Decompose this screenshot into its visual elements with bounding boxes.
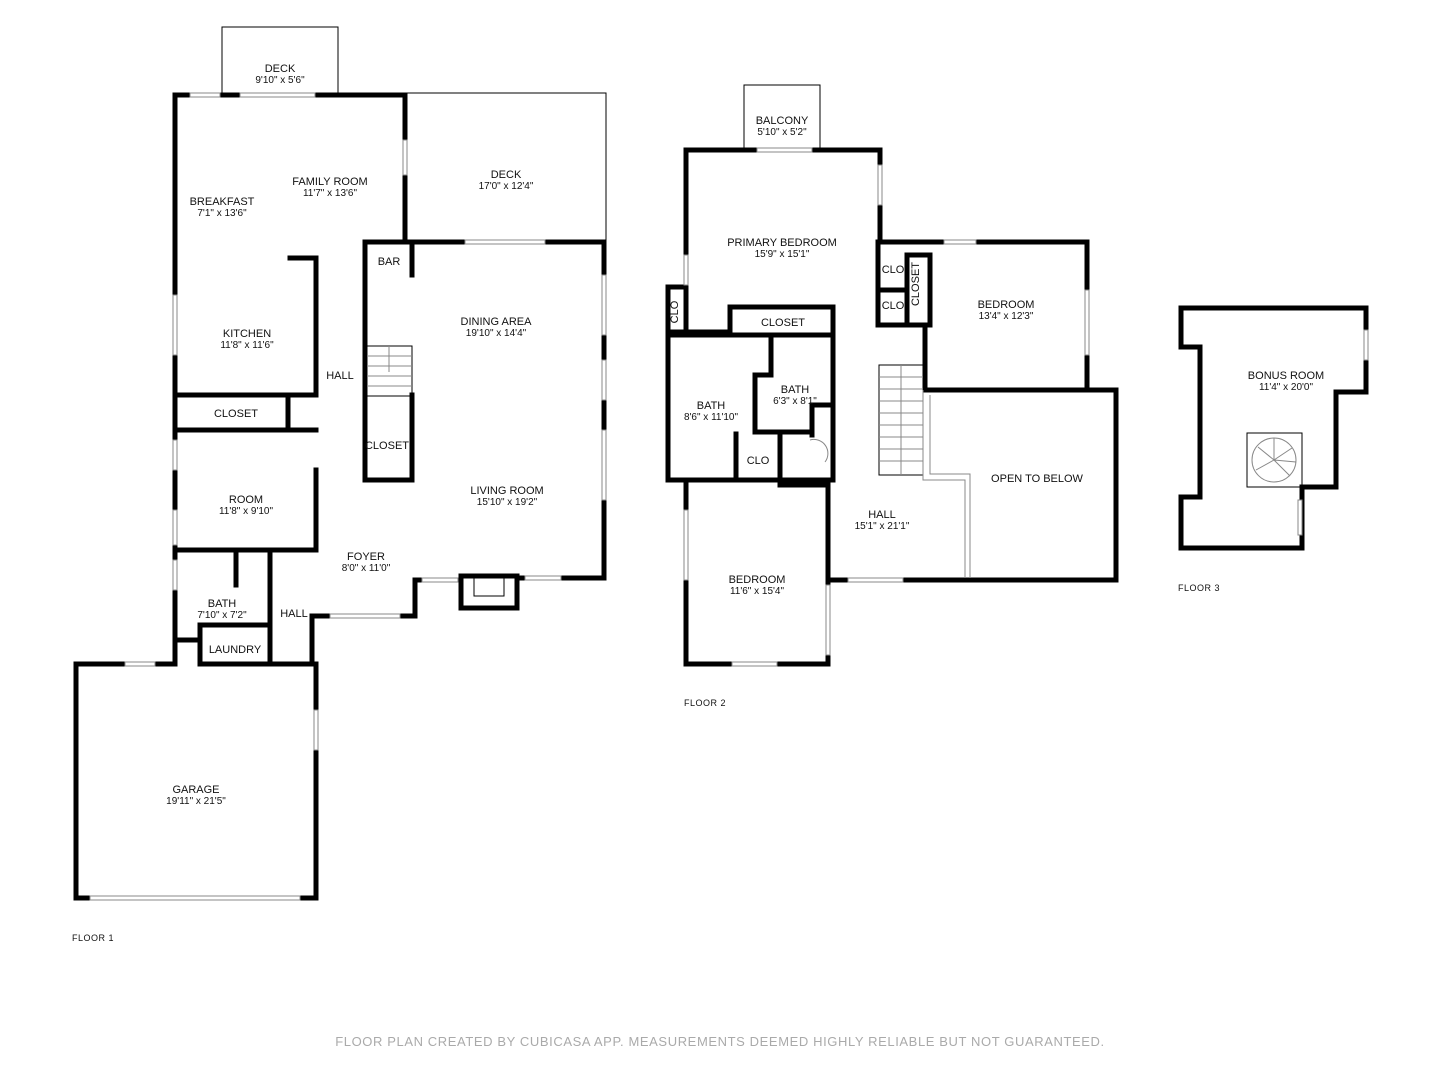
room-name: GARAGE	[172, 784, 219, 796]
room-name: BAR	[378, 256, 401, 268]
room-name: DECK	[265, 63, 296, 75]
room-name: DECK	[491, 169, 522, 181]
room-dims: 15'9" x 15'1"	[755, 249, 810, 260]
room-dims: 19'10" x 14'4"	[466, 328, 527, 339]
room-name: BEDROOM	[729, 574, 786, 586]
room-dims: 15'10" x 19'2"	[477, 497, 538, 508]
room-name: CLO	[669, 300, 681, 323]
room-dims: 9'10" x 5'6"	[255, 75, 305, 86]
room-name: CLO	[882, 264, 905, 276]
room-dims: 11'7" x 13'6"	[303, 188, 358, 199]
room-dims: 7'1" x 13'6"	[197, 208, 247, 219]
room-name: KITCHEN	[223, 328, 271, 340]
room-name: LIVING ROOM	[470, 485, 543, 497]
room-name: CLOSET	[365, 440, 409, 452]
floor-2-walls	[665, 84, 1119, 667]
room-name: BONUS ROOM	[1248, 370, 1324, 382]
room-dims: 7'10" x 7'2"	[197, 610, 247, 621]
room-name: BATH	[781, 384, 810, 396]
floor-label: FLOOR 3	[1178, 583, 1220, 593]
room-name: CLOSET	[761, 317, 805, 329]
floor-2-labels: BALCONY 5'10" x 5'2" PRIMARY BEDROOM 15'…	[669, 115, 1084, 708]
disclaimer-footer: FLOOR PLAN CREATED BY CUBICASA APP. MEAS…	[335, 1034, 1105, 1049]
room-name: CLOSET	[910, 262, 922, 306]
room-dims: 8'6" x 11'10"	[684, 412, 739, 423]
room-name: LAUNDRY	[209, 644, 262, 656]
room-dims: 11'6" x 15'4"	[730, 586, 785, 597]
room-name: BATH	[208, 598, 237, 610]
room-name: FOYER	[347, 551, 385, 563]
room-name: ROOM	[229, 494, 263, 506]
room-name: BATH	[697, 400, 726, 412]
room-dims: 11'8" x 9'10"	[219, 506, 274, 517]
room-dims: 19'11" x 21'5"	[166, 796, 226, 807]
room-name: HALL	[868, 509, 896, 521]
room-dims: 13'4" x 12'3"	[979, 311, 1034, 322]
floor-1-walls	[73, 26, 607, 901]
room-dims: 8'0" x 11'0"	[342, 563, 391, 574]
floor-3-walls	[1178, 305, 1369, 551]
room-dims: 11'8" x 11'6"	[220, 340, 274, 351]
room-name: OPEN TO BELOW	[991, 473, 1084, 485]
room-name: BALCONY	[756, 115, 809, 127]
floor-3-labels: BONUS ROOM 11'4" x 20'0" FLOOR 3	[1178, 370, 1324, 593]
room-dims: 6'3" x 8'1"	[773, 396, 817, 407]
room-name: BEDROOM	[978, 299, 1035, 311]
floor-1-labels: DECK 9'10" x 5'6" DECK 17'0" x 12'4" FAM…	[72, 63, 544, 943]
room-dims: 11'4" x 20'0"	[1259, 382, 1314, 393]
floor-label: FLOOR 2	[684, 698, 726, 708]
room-dims: 17'0" x 12'4"	[479, 181, 534, 192]
room-name: DINING AREA	[461, 316, 533, 328]
room-name: HALL	[280, 608, 308, 620]
room-name: CLOSET	[214, 408, 258, 420]
room-name: BREAKFAST	[190, 196, 255, 208]
floor-label: FLOOR 1	[72, 933, 114, 943]
room-name: CLO	[882, 300, 905, 312]
room-name: HALL	[326, 370, 354, 382]
room-dims: 5'10" x 5'2"	[757, 127, 807, 138]
room-dims: 15'1" x 21'1"	[855, 521, 910, 532]
room-name: PRIMARY BEDROOM	[727, 237, 837, 249]
room-name: FAMILY ROOM	[292, 176, 367, 188]
room-name: CLO	[747, 455, 770, 467]
